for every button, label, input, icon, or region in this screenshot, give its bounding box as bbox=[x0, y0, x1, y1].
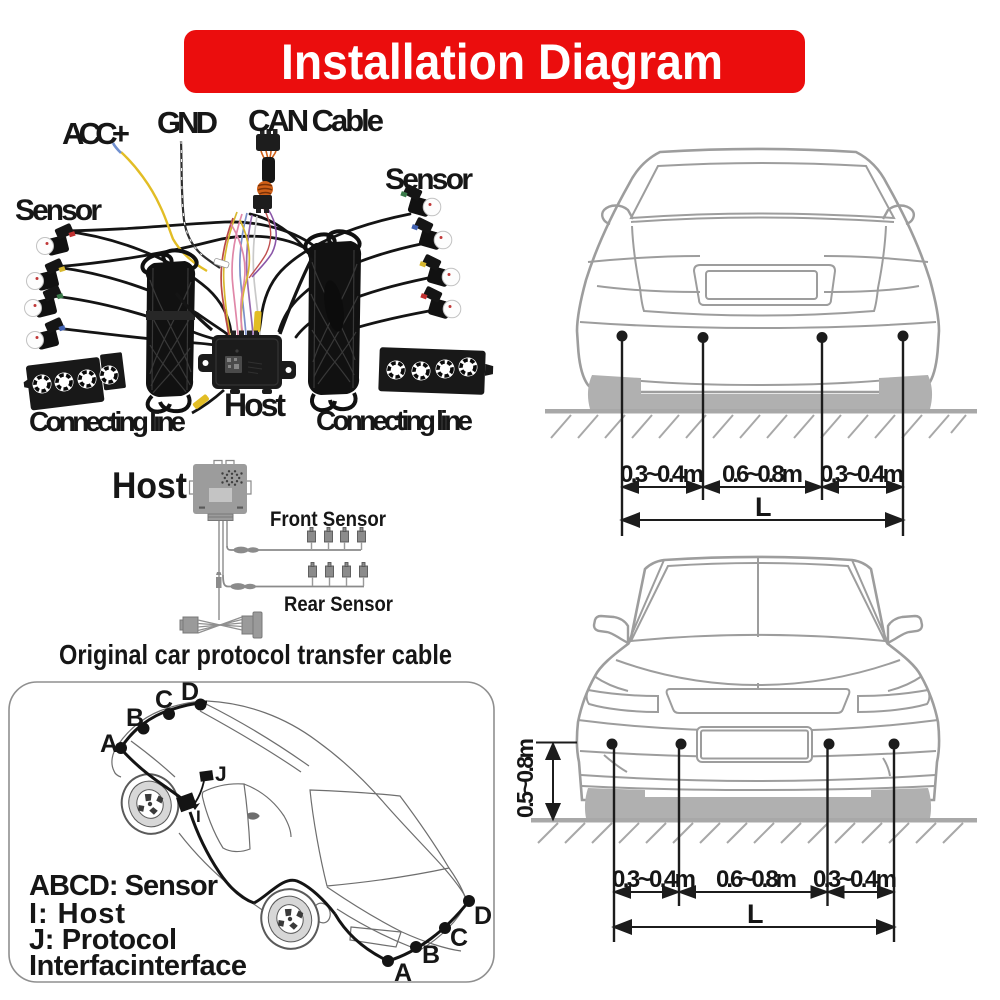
svg-text:0.3~0.4m: 0.3~0.4m bbox=[612, 866, 696, 893]
svg-text:Interfacinterface: Interfacinterface bbox=[29, 950, 247, 982]
svg-text:Sensor: Sensor bbox=[15, 194, 102, 227]
svg-text:A: A bbox=[100, 730, 118, 758]
svg-text:I: Host: I: Host bbox=[29, 898, 125, 930]
svg-text:A: A bbox=[394, 959, 412, 987]
svg-text:ACC+: ACC+ bbox=[62, 116, 130, 151]
svg-text:J: Protocol: J: Protocol bbox=[29, 924, 177, 956]
svg-text:Installation Diagram: Installation Diagram bbox=[281, 34, 723, 90]
svg-text:B: B bbox=[422, 941, 440, 969]
svg-text:Connecting line: Connecting line bbox=[316, 405, 473, 436]
svg-text:Front Sensor: Front Sensor bbox=[270, 508, 386, 531]
svg-text:ABCD: Sensor: ABCD: Sensor bbox=[29, 870, 218, 902]
svg-text:C: C bbox=[155, 686, 173, 714]
svg-text:Rear Sensor: Rear Sensor bbox=[284, 593, 393, 616]
svg-text:I: I bbox=[196, 807, 201, 826]
svg-text:D: D bbox=[181, 678, 199, 706]
svg-text:L: L bbox=[755, 492, 772, 522]
svg-text:0.6~0.8m: 0.6~0.8m bbox=[722, 461, 803, 488]
svg-text:GND: GND bbox=[157, 105, 218, 140]
svg-text:Connecting line: Connecting line bbox=[29, 406, 186, 437]
svg-text:0.3~0.4m: 0.3~0.4m bbox=[813, 866, 897, 893]
svg-text:CAN Cable: CAN Cable bbox=[248, 103, 384, 138]
svg-text:L: L bbox=[747, 899, 764, 929]
svg-text:Host: Host bbox=[224, 387, 286, 423]
svg-text:0.3~0.4m: 0.3~0.4m bbox=[820, 461, 904, 488]
svg-text:J: J bbox=[215, 763, 227, 786]
svg-text:Sensor: Sensor bbox=[385, 163, 473, 196]
svg-text:B: B bbox=[126, 704, 144, 732]
svg-text:0.3~0.4m: 0.3~0.4m bbox=[620, 461, 704, 488]
svg-text:D: D bbox=[474, 902, 492, 930]
svg-text:0.5~0.8m: 0.5~0.8m bbox=[512, 738, 538, 818]
svg-text:Host: Host bbox=[112, 465, 187, 506]
svg-text:Original car protocol transfer: Original car protocol transfer cable bbox=[59, 639, 452, 670]
svg-text:0.6~0.8m: 0.6~0.8m bbox=[716, 866, 797, 893]
svg-text:C: C bbox=[450, 924, 468, 952]
